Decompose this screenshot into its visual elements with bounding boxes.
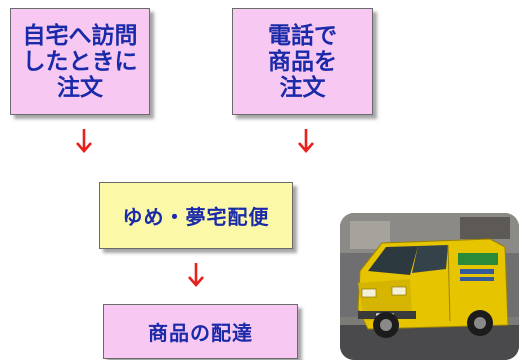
box-text-line: 注文	[57, 74, 103, 101]
down-arrow-icon	[188, 263, 204, 287]
van-illustration	[340, 213, 519, 360]
delivery-van-photo	[340, 213, 519, 360]
down-arrow-icon	[298, 129, 314, 153]
delivery-label: 商品の配達	[148, 321, 253, 345]
order-by-phone-box: 電話で 商品を 注文	[232, 8, 373, 115]
order-at-home-visit-box: 自宅へ訪問 したときに 注文	[10, 8, 150, 115]
yume-delivery-service-box: ゆめ・夢宅配便	[99, 182, 293, 249]
box-text-line: 自宅へ訪問	[22, 22, 138, 49]
box-text-line: 注文	[279, 74, 326, 101]
box-text-line: 電話で	[268, 22, 337, 49]
box-text-line: したときに	[22, 48, 138, 75]
service-name: ゆめ・夢宅配便	[122, 205, 270, 229]
down-arrow-icon	[76, 129, 92, 153]
product-delivery-box: 商品の配達	[103, 304, 298, 359]
box-text-line: 商品を	[268, 48, 337, 75]
